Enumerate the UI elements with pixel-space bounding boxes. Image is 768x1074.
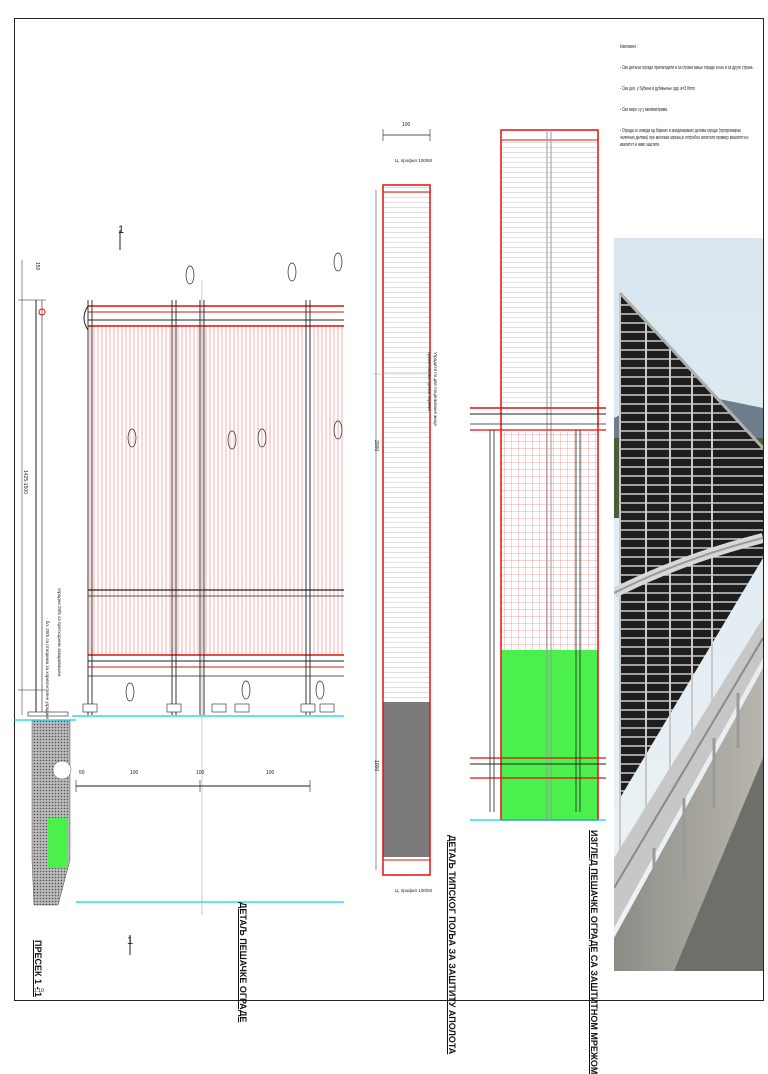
note-item: - Сви дел. у Ѕуђени и дубињење одр. a=3.… [620,86,695,92]
view-title: ИЗГЛЕД ПЕШАЧКЕ ОГРАДЕ СА ЗАШТИТНОМ МРЕЖО… [589,830,599,1074]
dim-panel-width: 100 [402,122,411,128]
note-item: - Све детаље ограде прилагодити и са стр… [620,65,754,71]
base-label: Ц. профил 100/50 [395,888,433,893]
left-note: оградни 20/5 са претходним заваривањем [57,588,62,677]
panel-detail-title: ДЕТАЉ ТИПСКОГ ПОЉА ЗА ЗАШТИТУ АПОЛОТА [447,835,457,1055]
fence-detail-title: ДЕТАЉ ПЕШАЧКЕ ОГРАДЕ [238,902,248,1023]
fence-photo [614,238,763,971]
typical-panel [373,129,431,876]
mid-height-dim: 1000 [373,760,379,772]
drawing-canvas [14,129,606,955]
panel-note: Уградити по две поцинковане жице [433,352,438,426]
dim-bottom: 100 [196,770,205,776]
dim-top: 150 [34,262,40,271]
section-1-1 [14,260,76,906]
section-scale: 1:10 [34,988,44,994]
section-mark-top: 1 [118,224,125,236]
dim-bottom: 50 [79,770,85,776]
dim-bottom: 100 [266,770,275,776]
fence-view-with-net [470,129,606,821]
base-label: Ц. профил 100/50 [395,158,433,163]
dim-bottom: 100 [130,770,139,776]
notes-block: Напомене : - Све детаље ограде прилагоди… [620,44,756,163]
panel-note: прикачивања према опреми [427,352,432,411]
panel-height-dim: 2000 [373,440,379,452]
fence-elevation [72,230,344,955]
left-note: - бл. 20/5 са отворима за хоризонталне у… [45,618,50,720]
note-item: - Ограда се изводи од бојаних и анодизир… [620,128,749,148]
section-mark-bottom: 1 [127,935,134,947]
note-item: - Све мере су у милиметрима. [620,107,668,113]
drawing-sheet: Напомене : - Све детаље ограде прилагоди… [14,18,764,1074]
drawing-frame [14,18,764,1001]
left-dim: 1425-1500 [22,470,28,494]
notes-heading: Напомене : [620,44,639,50]
